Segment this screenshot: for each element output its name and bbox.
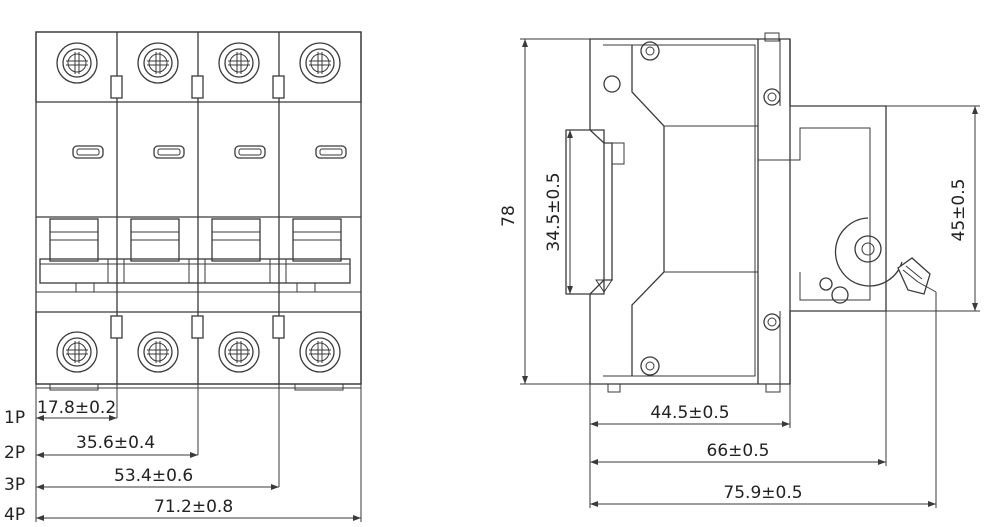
terminal-screw-icon [137,42,179,84]
right-height-dim: 45±0.5 [949,179,969,242]
pole-label-4p: 4P [4,505,25,525]
width-dim-4p: 71.2±0.8 [154,497,233,517]
depth-dim-1: 44.5±0.5 [650,403,729,423]
indicator-window [315,145,347,159]
side-body-outline [589,38,887,385]
handle-pivot-arc [834,217,903,287]
screw-hole-icon [640,41,660,61]
terminal-screw-icon [56,331,98,373]
rail-slot-dim: 34.5±0.5 [544,172,564,251]
indicator-window [153,145,185,159]
terminal-screw-icon [218,331,260,373]
din-rail-slot [565,129,613,295]
depth-dim-2: 66±0.5 [707,441,770,461]
pole-label-1p: 1P [4,408,25,428]
pivot-icon [854,235,882,263]
depth-dim-3: 75.9±0.5 [723,483,802,503]
terminal-screw-icon [299,331,341,373]
pole-label-2p: 2P [4,443,25,463]
toggle-lever [897,257,931,295]
pole-label-3p: 3P [4,475,25,495]
indicator-window [234,145,266,159]
handle-tie-bar [39,258,351,284]
terminal-screw-icon [56,42,98,84]
width-dim-3p: 53.4±0.6 [114,466,193,486]
terminal-screw-icon [218,42,260,84]
screw-hole-icon [640,356,660,376]
terminal-screw-icon [137,331,179,373]
terminal-screw-icon [299,42,341,84]
screw-hole-icon [763,88,781,106]
width-dim-2p: 35.6±0.4 [76,433,155,453]
indicator-window [72,145,104,159]
front-view: 1P 2P 3P 4P 17.8±0.2 35.6±0.4 53.4±0.6 7… [4,31,362,525]
side-view: 78 34.5±0.5 45±0.5 44.5±0.5 66±0.5 75.9±… [499,32,980,508]
screw-hole-icon [763,313,781,331]
width-dim-1p: 17.8±0.2 [37,398,116,418]
height-dim: 78 [499,205,519,227]
